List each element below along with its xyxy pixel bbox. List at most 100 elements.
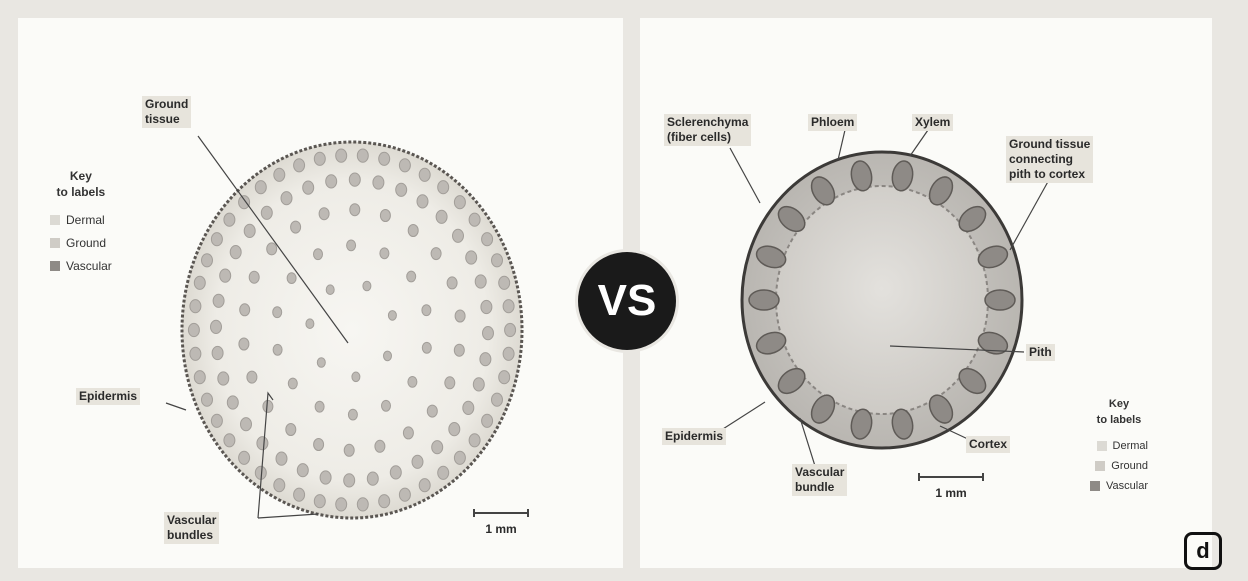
ground-swatch (50, 238, 60, 248)
vascular-bundle (294, 159, 305, 172)
leader-vascular-bundles-b (258, 514, 318, 518)
vascular-bundle (482, 233, 493, 246)
vascular-bundle (239, 196, 250, 209)
vascular-bundle (469, 213, 480, 226)
vascular-bundle (349, 173, 360, 186)
vascular-bundle (419, 479, 430, 492)
vascular-bundle (314, 152, 325, 165)
vascular-bundle (276, 452, 287, 465)
right-key-dermal-label: Dermal (1113, 440, 1148, 452)
vascular-bundle (247, 371, 257, 383)
vascular-bundle (449, 423, 460, 436)
vascular-bundle (436, 210, 447, 223)
vascular-bundle (274, 479, 285, 492)
vascular-bundle (239, 451, 250, 464)
dicot-stem-panel: Sclerenchyma (fiber cells) Phloem Xylem … (640, 18, 1212, 568)
vascular-bundle (419, 168, 430, 181)
vascular-bundle (288, 378, 297, 389)
vascular-bundle (230, 246, 241, 259)
dermal-swatch (50, 215, 60, 225)
vascular-bundle (427, 405, 437, 417)
vascular-bundle (212, 346, 223, 359)
right-key: Key to labels Dermal Ground Vascular (1090, 396, 1148, 496)
vascular-bundle (475, 275, 486, 288)
vascular-bundle (453, 229, 464, 242)
right-key-title: Key to labels (1090, 396, 1148, 428)
vascular-bundle (347, 240, 356, 251)
label-vascular-bundle: Vascular bundle (792, 464, 847, 496)
vascular-bundle (314, 249, 323, 260)
vascular-bundle (306, 319, 314, 329)
label-epidermis-left: Epidermis (76, 388, 140, 405)
vascular-bundle (344, 474, 355, 487)
vascular-bundle (499, 276, 510, 289)
right-key-ground-label: Ground (1111, 460, 1148, 472)
vascular-bundle (319, 208, 329, 220)
vascular-bundle (194, 276, 205, 289)
left-key-vascular-label: Vascular (66, 259, 112, 273)
vascular-bundle (224, 213, 235, 226)
vascular-bundle (380, 210, 390, 222)
vascular-bundle (294, 488, 305, 501)
vascular-bundle (447, 277, 457, 289)
leader-phloem (838, 130, 845, 160)
vascular-bundle (482, 414, 493, 427)
vascular-bundle (263, 400, 273, 412)
dicot-pith (776, 186, 988, 414)
vascular-bundle (399, 488, 410, 501)
vascular-bundle (438, 466, 449, 479)
right-key-vascular-label: Vascular (1106, 480, 1148, 492)
leader-sclerenchyma (730, 148, 760, 203)
leader-xylem (910, 130, 928, 156)
vascular-swatch-right (1090, 481, 1100, 491)
vascular-bundle (240, 304, 250, 316)
vascular-bundle (274, 168, 285, 181)
left-key-dermal: Dermal (50, 208, 112, 231)
vascular-bundle (273, 344, 282, 355)
vascular-bundle (473, 378, 484, 391)
vascular-bundle (749, 290, 779, 310)
vascular-bundle (297, 464, 308, 477)
vascular-bundle (492, 254, 503, 267)
vascular-bundle (380, 248, 389, 259)
vascular-bundle (396, 183, 407, 196)
right-key-vascular: Vascular (1090, 476, 1148, 496)
left-key-title: Key to labels (50, 168, 112, 200)
vascular-bundle (350, 204, 360, 216)
label-xylem: Xylem (912, 114, 953, 131)
leader-epidermis (166, 403, 186, 410)
vascular-bundle (255, 181, 266, 194)
vascular-bundle (422, 342, 431, 353)
vascular-bundle (211, 320, 222, 333)
left-key-dermal-label: Dermal (66, 213, 105, 227)
vascular-bundle (985, 290, 1015, 310)
vascular-bundle (314, 439, 324, 451)
left-scale-bar: 1 mm (470, 512, 532, 536)
right-scale-label: 1 mm (935, 486, 966, 500)
label-ground-tissue: Ground tissue (142, 96, 191, 128)
vascular-bundle (267, 243, 277, 255)
vascular-bundle (463, 401, 474, 414)
vascular-swatch (50, 261, 60, 271)
vascular-bundle (261, 206, 272, 219)
vascular-bundle (344, 444, 354, 456)
vascular-bundle (202, 254, 213, 267)
left-key-ground: Ground (50, 231, 112, 254)
vascular-bundle (211, 233, 222, 246)
vascular-bundle (469, 434, 480, 447)
vascular-bundle (384, 351, 392, 361)
vascular-bundle (367, 472, 378, 485)
vascular-bundle (382, 400, 391, 411)
left-scale-line (473, 512, 529, 514)
ground-swatch-right (1095, 461, 1105, 471)
vascular-bundle (499, 371, 510, 384)
vascular-bundle (241, 418, 252, 431)
vascular-bundle (379, 495, 390, 508)
vascular-bundle (244, 224, 255, 237)
vascular-bundle (218, 372, 229, 385)
vascular-bundle (363, 281, 371, 291)
vascular-bundle (454, 344, 464, 356)
vascular-bundle (399, 159, 410, 172)
vascular-bundle (211, 414, 222, 427)
